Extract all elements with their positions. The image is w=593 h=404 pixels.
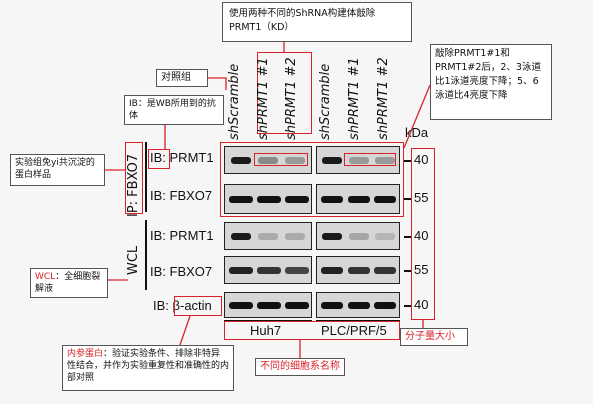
band (285, 157, 305, 164)
blot-plc-row1 (316, 146, 400, 174)
highlight-shprmt1-lanes-top (257, 52, 312, 134)
kda-row5: 40 (414, 297, 429, 312)
blot-huh7-row5 (224, 292, 312, 318)
blot-huh7-row3 (224, 222, 312, 250)
row-label-3: IB: PRMT1 (150, 228, 214, 243)
band (257, 196, 281, 203)
tick (404, 270, 412, 272)
band (229, 267, 253, 274)
band (375, 157, 395, 164)
band (375, 233, 395, 240)
band (231, 233, 251, 240)
kda-row2: 55 (414, 190, 429, 205)
highlight-ip-blots (220, 142, 404, 217)
band (322, 157, 342, 164)
highlight-plc-lanes-5-6 (344, 153, 396, 166)
tick (404, 160, 412, 162)
cell-line-plc: PLC/PRF/5 (321, 323, 387, 338)
band (321, 196, 343, 203)
band (285, 233, 305, 240)
kda-row3: 40 (414, 228, 429, 243)
highlight-beta-actin (174, 296, 222, 316)
tick (404, 236, 412, 238)
cell-line-huh7: Huh7 (250, 323, 282, 338)
band (258, 233, 278, 240)
blot-huh7-row1 (224, 146, 312, 174)
annotation-wcl: WCL：全细胞裂解液 (30, 268, 108, 298)
row-label-4: IB: FBXO7 (150, 264, 213, 279)
band (229, 302, 253, 309)
tick (404, 305, 412, 307)
blot-plc-row3 (316, 222, 400, 250)
bracket-wcl (145, 220, 147, 290)
band (348, 267, 370, 274)
blot-huh7-row4 (224, 256, 312, 284)
band (348, 302, 370, 309)
band (285, 267, 309, 274)
blot-plc-row2 (316, 184, 400, 214)
band (285, 302, 309, 309)
row-label-1: IB: PRMT1 (150, 150, 214, 165)
band (229, 196, 253, 203)
blot-plc-row5 (316, 292, 400, 318)
band (231, 157, 251, 164)
annotation-loading: 内参蛋白：验证实验条件、排除非特异性结合，并作为实验重复性和准确性的内部对照 (62, 345, 234, 391)
band (348, 196, 370, 203)
band (374, 302, 396, 309)
annotation-ip-sample: 实验组免yi共沉淀的蛋白样品 (10, 154, 105, 186)
band (321, 302, 343, 309)
highlight-cell-lines (224, 321, 400, 340)
band (258, 157, 278, 164)
annotation-cell-lines: 不同的细胞系名称 (255, 358, 345, 376)
annotation-control: 对照组 (156, 69, 208, 87)
highlight-ip-label (125, 142, 143, 214)
annotation-top: 使用两种不同的ShRNA构建体敲除PRMT1（KD） (222, 2, 412, 42)
band (374, 196, 396, 203)
annotation-right: 敲除PRMT1#1和PRMT1#2后，2、3泳道比1泳道亮度下降；5、6泳道比4… (430, 44, 552, 120)
highlight-huh7-lanes-2-3 (254, 153, 308, 166)
tick (404, 198, 412, 200)
band (257, 267, 281, 274)
band (322, 233, 342, 240)
row-label-2: IB: FBXO7 (150, 188, 213, 203)
blot-plc-row4 (316, 256, 400, 284)
band (349, 233, 369, 240)
highlight-ib-label (148, 149, 170, 169)
kda-label: kDa (405, 125, 429, 140)
row-label-5: IB: β-actin (153, 298, 212, 313)
band (257, 302, 281, 309)
bracket-huh7 (224, 320, 312, 322)
bracket-plc (316, 320, 400, 322)
annotation-mw: 分子量大小 (400, 328, 468, 346)
highlight-kda (411, 148, 435, 320)
kda-row1: 40 (414, 152, 429, 167)
band (321, 267, 343, 274)
annotation-ib: IB：是WB所用到的抗体 (124, 95, 224, 125)
blot-huh7-row2 (224, 184, 312, 214)
bracket-ip (145, 142, 147, 212)
band (285, 196, 309, 203)
band (349, 157, 369, 164)
kda-row4: 55 (414, 262, 429, 277)
band (374, 267, 396, 274)
